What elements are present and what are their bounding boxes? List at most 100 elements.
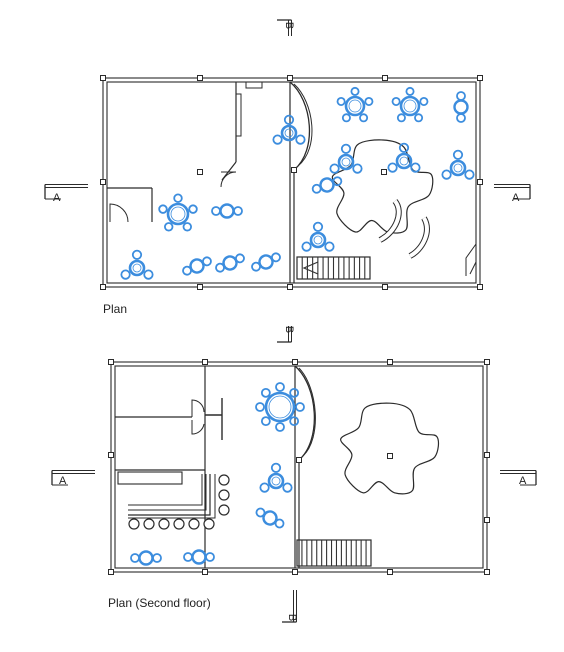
chair (350, 86, 360, 96)
table-top-inner (399, 156, 409, 166)
column (296, 457, 302, 463)
chair (158, 204, 168, 214)
two-seat-table (311, 176, 343, 194)
bar-stool (173, 518, 185, 530)
column (477, 179, 483, 185)
table-top (166, 202, 190, 226)
column (477, 284, 483, 290)
column (202, 359, 208, 365)
chair (215, 262, 225, 273)
table-top (453, 99, 469, 115)
section-mark-b-top-ground: B (283, 21, 296, 30)
bar-stool (158, 518, 170, 530)
chair (359, 113, 369, 123)
exterior-wall (102, 77, 481, 288)
table-top-inner (313, 235, 323, 245)
curved-bench (408, 217, 429, 258)
chair (398, 142, 410, 153)
column (387, 569, 393, 575)
table-top (191, 549, 207, 565)
chair (173, 193, 183, 203)
bar-stool (128, 518, 140, 530)
chair (272, 134, 283, 145)
section-line-a (494, 184, 531, 200)
two-seat-table (182, 256, 212, 276)
table-top (309, 231, 327, 249)
chair (270, 462, 282, 473)
table-top (128, 259, 146, 277)
column (484, 359, 490, 365)
column (100, 179, 106, 185)
two-seat-table (255, 507, 285, 529)
bar-stool (218, 474, 230, 486)
chair (274, 518, 285, 529)
organic-void (331, 139, 434, 234)
chair (275, 422, 285, 432)
chair (396, 113, 406, 123)
table-top (399, 95, 421, 117)
table-top-inner (348, 99, 362, 113)
table-set (301, 221, 335, 252)
chair (259, 482, 270, 493)
chair (312, 221, 324, 232)
bar-stool (218, 504, 230, 516)
chair (271, 252, 281, 263)
chair (289, 387, 300, 398)
two-seat-table (130, 550, 162, 566)
two-seat-table (453, 91, 469, 123)
section-line-b (282, 590, 297, 623)
chair (182, 265, 192, 276)
table-top (344, 95, 366, 117)
table-top-inner (271, 476, 281, 486)
table-top (395, 152, 413, 170)
bar-stool (143, 518, 155, 530)
curved-wall (298, 367, 316, 457)
table-top-inner (268, 395, 292, 419)
column (382, 284, 388, 290)
table-top (264, 391, 296, 423)
chair (332, 176, 343, 187)
chair (251, 261, 261, 272)
chair (456, 113, 466, 123)
column (381, 169, 387, 175)
chair (364, 96, 374, 106)
chair (464, 169, 475, 180)
table-set (158, 193, 198, 232)
chair (164, 222, 174, 232)
column (108, 452, 114, 458)
chair (255, 402, 265, 412)
table-top-inner (170, 206, 186, 222)
table-top (449, 159, 467, 177)
bar-counter (128, 474, 203, 506)
chair (324, 241, 335, 252)
curved-wall (293, 83, 313, 167)
chair (419, 96, 429, 106)
table-top-inner (341, 157, 351, 167)
chair (301, 241, 312, 252)
door-swing (109, 203, 129, 223)
bar-counter (128, 474, 207, 511)
table-top (267, 472, 285, 490)
chair (352, 163, 363, 174)
chair (120, 269, 131, 280)
curved-bench (378, 199, 401, 242)
column (292, 569, 298, 575)
two-seat-table (215, 253, 245, 273)
column (108, 569, 114, 575)
bar-stool (203, 518, 215, 530)
section-mark-a-right-ground: A (512, 192, 520, 204)
table-set (120, 249, 154, 280)
chair (311, 183, 322, 194)
chair (282, 482, 293, 493)
chair (441, 169, 452, 180)
bar-counter (128, 474, 216, 519)
table-set (387, 142, 421, 173)
chair (405, 86, 415, 96)
table-top (219, 203, 235, 219)
chair (235, 253, 245, 264)
bar-counter (128, 474, 211, 516)
chair (387, 162, 398, 173)
chair (188, 204, 198, 214)
chair (255, 507, 266, 518)
chair (211, 206, 221, 216)
